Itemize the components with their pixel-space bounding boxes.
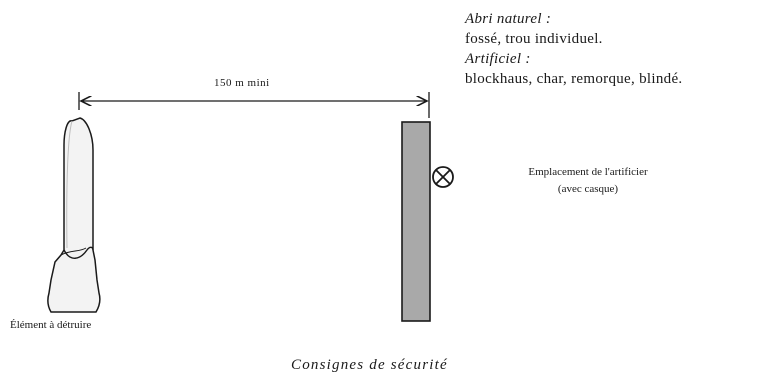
artificial-shelter-heading: Artificiel : <box>465 51 531 67</box>
shelter-wall <box>401 121 431 322</box>
distance-dimension <box>78 92 430 118</box>
shell-label: Élément à détruire <box>10 319 92 331</box>
operator-position-label: Emplacement de l'artificier (avec casque… <box>478 164 698 198</box>
natural-shelter-examples: fossé, trou individuel. <box>465 31 603 47</box>
natural-shelter-heading: Abri naturel : <box>465 11 552 27</box>
operator-position-line2: (avec casque) <box>557 183 619 195</box>
shelter-legend: Abri naturel : fossé, trou individuel. A… <box>465 9 682 89</box>
figure-caption: Consignes de sécurité <box>291 357 448 373</box>
distance-label: 150 m mini <box>214 77 270 89</box>
shell-icon <box>47 117 101 313</box>
operator-position-line1: Emplacement de l'artificier <box>528 166 648 178</box>
artificial-shelter-examples: blockhaus, char, remorque, blindé. <box>465 71 683 87</box>
circled-x-icon <box>432 166 454 188</box>
